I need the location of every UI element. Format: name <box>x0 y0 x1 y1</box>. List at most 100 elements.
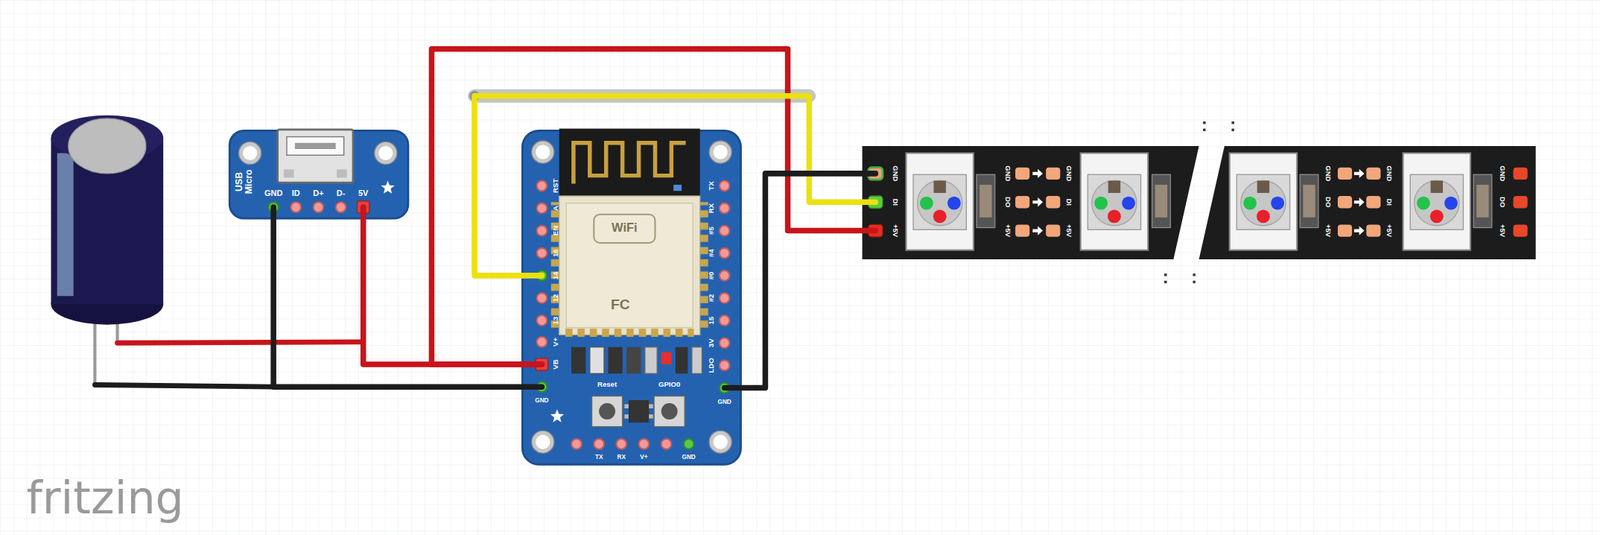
pin-label: VB <box>551 359 559 369</box>
led-strip <box>1032 197 1043 207</box>
capacitor-wires <box>94 384 274 387</box>
esp8266-board <box>537 180 548 191</box>
pin-label: GND <box>682 454 696 461</box>
pin-label: +5V <box>892 224 900 237</box>
usb-breakout: USB MicroGNDIDD+D-5V <box>229 130 409 219</box>
pin-label: EN <box>551 225 559 236</box>
esp8266-board <box>537 225 548 237</box>
pin-label: TX <box>595 454 604 461</box>
strip-break-marks <box>1231 128 1234 132</box>
esp8266-board <box>700 201 709 331</box>
pin-label: DO <box>1499 196 1507 208</box>
esp8266-board <box>537 336 548 348</box>
strip-break-marks <box>1164 273 1167 276</box>
led-strip <box>862 145 1200 260</box>
esp8266-board <box>661 402 678 420</box>
esp8266-board <box>719 248 730 259</box>
led-strip <box>976 174 996 228</box>
esp8266-board <box>719 225 730 237</box>
led-strip <box>1152 174 1171 228</box>
pin-label: GND <box>264 189 283 199</box>
esp8266-board <box>709 430 732 453</box>
usb-breakout-board <box>283 169 295 178</box>
pin-label: LDO <box>707 357 716 373</box>
led-strip <box>1032 169 1043 179</box>
usb-breakout-board <box>380 180 395 193</box>
esp8266-board <box>537 248 548 259</box>
pin-label: 14 <box>551 271 559 281</box>
strip-break-marks <box>1202 121 1206 124</box>
esp8266-feather: RSTAEN16141213V+VBGNDTXRX#5#4#0#2153VLDO… <box>522 130 741 465</box>
pin-label: GND <box>1499 165 1507 182</box>
pin-label: GND <box>1004 165 1013 182</box>
esp8266-board <box>537 203 548 214</box>
esp8266-board <box>683 438 695 450</box>
esp8266-board <box>626 347 641 374</box>
led-strip <box>1045 167 1060 237</box>
esp8266-board <box>559 195 701 335</box>
esp8266-board <box>565 328 695 337</box>
pin-label: DO <box>1004 196 1013 208</box>
usb-breakout-board <box>229 129 409 219</box>
esp8266-board <box>531 430 555 453</box>
pin-label: #4 <box>707 248 716 257</box>
esp8266-board <box>551 201 560 331</box>
pin-label: USB Micro <box>235 167 255 196</box>
pin-label: 12 <box>551 294 559 303</box>
pin-label: RST <box>551 178 559 193</box>
strip-break-marks <box>1164 280 1167 284</box>
esp8266-board <box>571 347 586 374</box>
pin-label: +5V <box>1004 224 1013 237</box>
esp8266-board <box>616 438 627 450</box>
esp8266-board <box>598 402 616 420</box>
pin-label: Reset <box>597 379 617 388</box>
strip-break-marks <box>1192 280 1195 284</box>
pin-label: GND <box>1386 165 1394 182</box>
pin-label: TX <box>707 181 716 190</box>
esp8266-board <box>661 438 672 450</box>
usb-breakout-board <box>290 201 301 213</box>
capacitor-symbol <box>57 152 74 296</box>
strip-break-marks <box>1192 273 1195 276</box>
esp8266-board <box>537 315 548 326</box>
pin-label: GND <box>717 399 731 406</box>
pin-label: GND <box>534 397 549 403</box>
led-strip <box>862 145 1536 260</box>
strip-break-marks <box>1231 121 1234 124</box>
esp8266-board <box>719 180 730 191</box>
led-strip <box>1032 225 1043 235</box>
pin-label: +5V <box>1386 224 1394 237</box>
pin-label: DO <box>1325 196 1333 208</box>
esp8266-board <box>592 396 623 427</box>
esp8266-board <box>719 292 730 304</box>
led-strip <box>1354 169 1365 179</box>
esp8266-board <box>607 347 622 374</box>
led-strip <box>1199 145 1536 260</box>
usb-breakout-board <box>277 129 354 183</box>
capacitor-wires <box>117 341 364 343</box>
usb-breakout-board <box>286 137 345 156</box>
pin-label: 13 <box>551 316 559 325</box>
esp8266-board <box>654 396 685 427</box>
led-strip: GNDDI+5VGNDDO+5VGNDDI+5VGNDDO+5VGNDDI+5V… <box>862 145 1536 260</box>
pin-label: DI <box>1065 198 1074 206</box>
esp8266-board <box>628 400 649 423</box>
pin-label: V+ <box>639 454 648 461</box>
led-strip <box>1513 167 1528 237</box>
pin-label: #5 <box>707 226 716 235</box>
pin-label: GND <box>892 165 900 182</box>
esp8266-board <box>522 128 741 465</box>
capacitor-symbol <box>68 118 146 174</box>
watermark: fritzing <box>26 475 184 520</box>
pin-label: GND <box>1065 165 1074 182</box>
module-marking: WiFi <box>611 221 638 234</box>
led-strip <box>1354 197 1365 207</box>
pin-label: #2 <box>707 294 716 303</box>
esp8266-board <box>593 438 605 450</box>
usb-breakout-board <box>335 201 347 213</box>
esp8266-board <box>709 140 732 164</box>
esp8266-board <box>673 184 682 191</box>
pin-label: 5V <box>358 189 368 199</box>
usb-breakout-board <box>313 201 325 213</box>
